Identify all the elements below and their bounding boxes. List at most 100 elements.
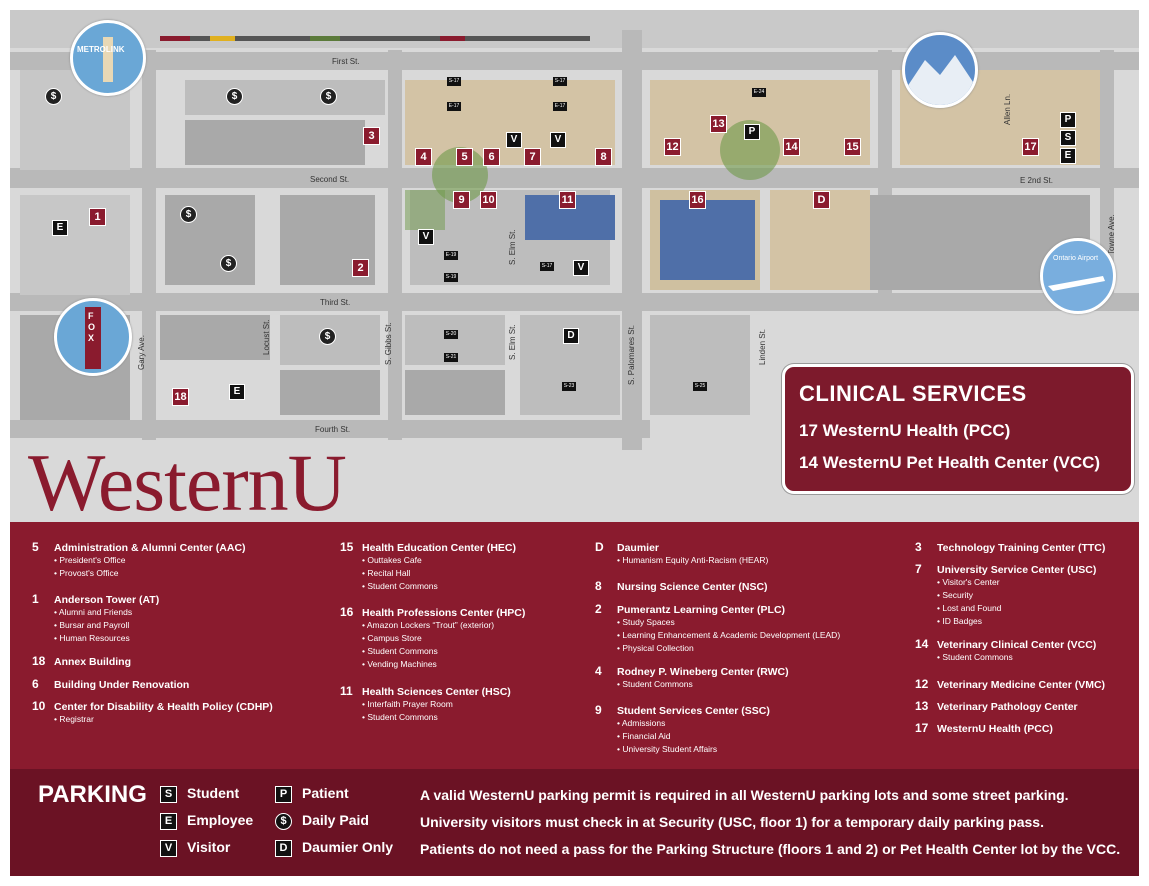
legend-number: 10 — [32, 699, 46, 713]
legend-number: 1 — [32, 592, 39, 606]
legend-number: 5 — [32, 540, 39, 554]
lot-tag: S-25 — [693, 382, 707, 391]
legend-sub-item: • ID Badges — [937, 616, 983, 626]
legend-sub-item: • Admissions — [617, 718, 666, 728]
building-3-marker[interactable]: 3 — [363, 127, 380, 145]
street-e2nd: E 2nd St. — [1020, 176, 1053, 185]
legend-sub-item: • Recital Hall — [362, 568, 411, 578]
legend-building-name: Rodney P. Wineberg Center (RWC) — [617, 666, 789, 678]
legend-sub-item: • President's Office — [54, 555, 126, 565]
legend-building-name: Veterinary Pathology Center — [937, 701, 1078, 713]
legend-sub-item: • Alumni and Friends — [54, 607, 133, 617]
street-fourth: Fourth St. — [315, 425, 351, 434]
visitor-parking-mark: V — [506, 132, 522, 148]
legend-number: D — [595, 540, 604, 554]
legend-building-name: Technology Training Center (TTC) — [937, 542, 1106, 554]
clinical-service-row: 17 WesternU Health (PCC) — [799, 421, 1011, 440]
building-2-marker[interactable]: 2 — [352, 259, 369, 277]
building-11-marker[interactable]: 11 — [559, 191, 576, 209]
fox-label: FOX — [88, 311, 96, 343]
building-18-marker[interactable]: 18 — [172, 388, 189, 406]
parking-key-label: Daumier Only — [302, 839, 394, 855]
parking-key-label: Visitor — [187, 839, 231, 855]
legend-sub-item: • Lost and Found — [937, 603, 1002, 613]
legend-building-name: Annex Building — [54, 656, 131, 668]
legend-sub-item: • Amazon Lockers “Trout” (exterior) — [362, 620, 495, 630]
lot-tag: S-17 — [553, 77, 567, 86]
visitor-parking-mark: V — [550, 132, 566, 148]
legend-number: 14 — [915, 637, 929, 651]
legend-sub-item: • Financial Aid — [617, 731, 671, 741]
legend-sub-item: • Interfaith Prayer Room — [362, 699, 453, 709]
building-15-marker[interactable]: 15 — [844, 138, 861, 156]
building-12-marker[interactable]: 12 — [664, 138, 681, 156]
legend-sub-item: • Registrar — [54, 714, 94, 724]
legend-sub-item: • University Student Affairs — [617, 744, 718, 754]
daily-paid-key-icon: $ — [275, 812, 292, 830]
building-17-marker[interactable]: 17 — [1022, 138, 1039, 156]
building-6-marker[interactable]: 6 — [483, 148, 500, 166]
metrolink-landmark: METROLINK — [70, 20, 146, 96]
legend-building-name: Veterinary Clinical Center (VCC) — [937, 639, 1097, 651]
parking-note: University visitors must check in at Sec… — [420, 814, 1044, 830]
legend-sub-item: • Student Commons — [617, 679, 693, 689]
legend-sub-item: • Physical Collection — [617, 643, 694, 653]
legend-number: 12 — [915, 677, 929, 691]
building-13-marker[interactable]: 13 — [710, 115, 727, 133]
building-14-marker[interactable]: 14 — [783, 138, 800, 156]
daily-paid-mark: $ — [226, 88, 243, 105]
legend-number: 17 — [915, 721, 929, 735]
building-d-marker[interactable]: D — [813, 191, 830, 209]
fox-theater-landmark: FOX — [54, 298, 132, 376]
clinical-services-title: CLINICAL SERVICES — [799, 381, 1027, 406]
legend-entry: 3 Technology Training Center (TTC) — [915, 540, 1105, 554]
building-10-marker[interactable]: 10 — [480, 191, 497, 209]
daily-paid-mark: $ — [45, 88, 62, 105]
building-9-marker[interactable]: 9 — [453, 191, 470, 209]
student-key-icon: S — [160, 785, 177, 803]
building-5-marker[interactable]: 5 — [456, 148, 473, 166]
legend-number: 4 — [595, 664, 602, 678]
legend-number: 7 — [915, 562, 922, 576]
parking-note: Patients do not need a pass for the Park… — [420, 841, 1121, 857]
lot-tag: S-21 — [444, 353, 458, 362]
building-4-marker[interactable]: 4 — [415, 148, 432, 166]
employee-parking-mark: E — [229, 384, 245, 400]
legend-number: 2 — [595, 602, 602, 616]
legend-building-name: Administration & Alumni Center (AAC) — [54, 542, 246, 554]
legend-sub-item: • Humanism Equity Anti-Racism (HEAR) — [617, 555, 769, 565]
legend-sub-item: • Visitor's Center — [937, 577, 1000, 587]
daumier-key-icon: D — [275, 839, 292, 857]
building-16-marker[interactable]: 16 — [689, 191, 706, 209]
legend-number: 6 — [32, 677, 39, 691]
lot-tag: E-24 — [752, 88, 766, 97]
legend-building-name: Health Sciences Center (HSC) — [362, 686, 511, 698]
parking-title: PARKING — [38, 781, 147, 808]
daily-paid-mark: $ — [319, 328, 336, 345]
legend-building-name: Health Education Center (HEC) — [362, 542, 517, 554]
ontario-airport-label: Ontario Airport — [1053, 255, 1099, 262]
legend-sub-item: • Campus Store — [362, 633, 422, 643]
legend-number: 3 — [915, 540, 922, 554]
building-7-marker[interactable]: 7 — [524, 148, 541, 166]
daily-paid-mark: $ — [320, 88, 337, 105]
building-8-marker[interactable]: 8 — [595, 148, 612, 166]
building-1-marker[interactable]: 1 — [89, 208, 106, 226]
mountains-landmark — [902, 32, 978, 108]
